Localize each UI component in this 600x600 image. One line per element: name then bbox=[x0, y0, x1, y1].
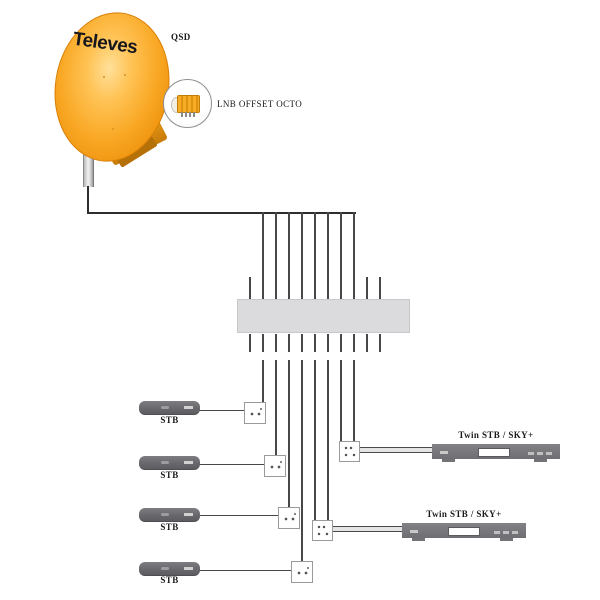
output-port-stub bbox=[301, 334, 303, 352]
dish-rivet bbox=[103, 76, 105, 78]
stb-button bbox=[161, 406, 169, 409]
stb4-cable bbox=[198, 569, 291, 571]
output-port-stub bbox=[353, 334, 355, 352]
stb1-cable bbox=[198, 409, 244, 411]
dish-rivet bbox=[124, 74, 126, 76]
twin-stb-label-2: Twin STB / SKY+ bbox=[426, 509, 502, 519]
stb-label-4: STB bbox=[160, 575, 179, 585]
power-button bbox=[410, 530, 418, 533]
drop-cable-outlet-4 bbox=[301, 360, 303, 561]
stb-device-4 bbox=[139, 562, 200, 576]
output-port-stub bbox=[314, 334, 316, 352]
trunk-drop-2 bbox=[275, 212, 277, 299]
twin-stb-label-1: Twin STB / SKY+ bbox=[458, 430, 534, 440]
stb-label-2: STB bbox=[160, 470, 179, 480]
front-button bbox=[537, 452, 543, 455]
front-button bbox=[546, 452, 552, 455]
twin-coax-a bbox=[360, 446, 432, 453]
lnb-connector-icon bbox=[185, 112, 187, 117]
device-foot bbox=[412, 538, 425, 541]
trunk-drop-3 bbox=[288, 212, 290, 299]
trunk-drop-7 bbox=[340, 212, 342, 299]
stb-label-3: STB bbox=[160, 522, 179, 532]
drop-cable-outlet-1 bbox=[262, 360, 264, 402]
trunk-drop-5 bbox=[314, 212, 316, 299]
device-foot bbox=[534, 459, 547, 462]
trunk-drop-4 bbox=[301, 212, 303, 299]
stb-device-1 bbox=[139, 401, 200, 415]
front-button bbox=[503, 531, 509, 534]
lnb-callout-circle bbox=[163, 79, 212, 128]
stb2-cable bbox=[198, 463, 264, 465]
stb-brand-mark bbox=[184, 567, 193, 570]
dish-rivet bbox=[112, 128, 114, 130]
output-port-stub bbox=[366, 334, 368, 352]
drop-cable-twin-b2 bbox=[327, 360, 329, 520]
output-port-stub bbox=[249, 334, 251, 352]
front-button bbox=[512, 531, 518, 534]
front-button bbox=[528, 452, 534, 455]
lnb-body-icon bbox=[177, 95, 200, 113]
lnb-connector-icon bbox=[181, 112, 183, 117]
stb-device-3 bbox=[139, 508, 200, 522]
lnb-connector-icon bbox=[193, 112, 195, 117]
front-display bbox=[448, 527, 480, 536]
device-foot bbox=[442, 459, 455, 462]
stb-brand-mark bbox=[184, 461, 193, 464]
output-port-stub bbox=[275, 334, 277, 352]
wall-outlet-3 bbox=[278, 507, 300, 529]
power-button bbox=[440, 451, 448, 454]
drop-cable-twin-a1 bbox=[340, 360, 342, 441]
twin-wall-outlet-b bbox=[312, 520, 333, 541]
output-port-stub bbox=[379, 334, 381, 352]
trunk-drop-1 bbox=[262, 212, 264, 299]
drop-cable-outlet-2 bbox=[275, 360, 277, 455]
device-foot bbox=[500, 538, 513, 541]
front-display bbox=[478, 448, 510, 457]
twin-wall-outlet-a bbox=[339, 441, 360, 462]
input-port-stub bbox=[249, 277, 251, 299]
output-port-stub bbox=[262, 334, 264, 352]
trunk-drop-8 bbox=[353, 212, 355, 299]
input-port-stub bbox=[366, 277, 368, 299]
wall-outlet-1 bbox=[244, 402, 266, 424]
twin-coax-b bbox=[333, 525, 402, 532]
multiswitch bbox=[237, 299, 410, 333]
twin-stb-device-2 bbox=[402, 523, 526, 541]
stb-button bbox=[161, 461, 169, 464]
wall-outlet-2 bbox=[264, 455, 286, 477]
output-port-stub bbox=[340, 334, 342, 352]
stb-brand-mark bbox=[184, 406, 193, 409]
trunk-drop-6 bbox=[327, 212, 329, 299]
downlead-cable bbox=[86, 186, 89, 213]
stb-label-1: STB bbox=[160, 415, 179, 425]
drop-cable-twin-b1 bbox=[314, 360, 316, 520]
front-button bbox=[494, 531, 500, 534]
stb3-cable bbox=[198, 514, 278, 516]
wall-outlet-4 bbox=[291, 561, 313, 583]
drop-cable-outlet-3 bbox=[288, 360, 290, 507]
drop-cable-twin-a2 bbox=[353, 360, 355, 441]
output-port-stub bbox=[288, 334, 290, 352]
stb-button bbox=[161, 567, 169, 570]
dish-type-label: QSD bbox=[171, 32, 191, 42]
stb-button bbox=[161, 513, 169, 516]
satellite-dish bbox=[43, 4, 181, 170]
stb-device-2 bbox=[139, 456, 200, 470]
input-port-stub bbox=[379, 277, 381, 299]
stb-brand-mark bbox=[184, 513, 193, 516]
output-port-stub bbox=[327, 334, 329, 352]
trunk-cable-horizontal bbox=[86, 211, 356, 214]
lnb-label: LNB OFFSET OCTO bbox=[217, 99, 303, 109]
twin-stb-device-1 bbox=[432, 444, 560, 462]
lnb-connector-icon bbox=[189, 112, 191, 117]
